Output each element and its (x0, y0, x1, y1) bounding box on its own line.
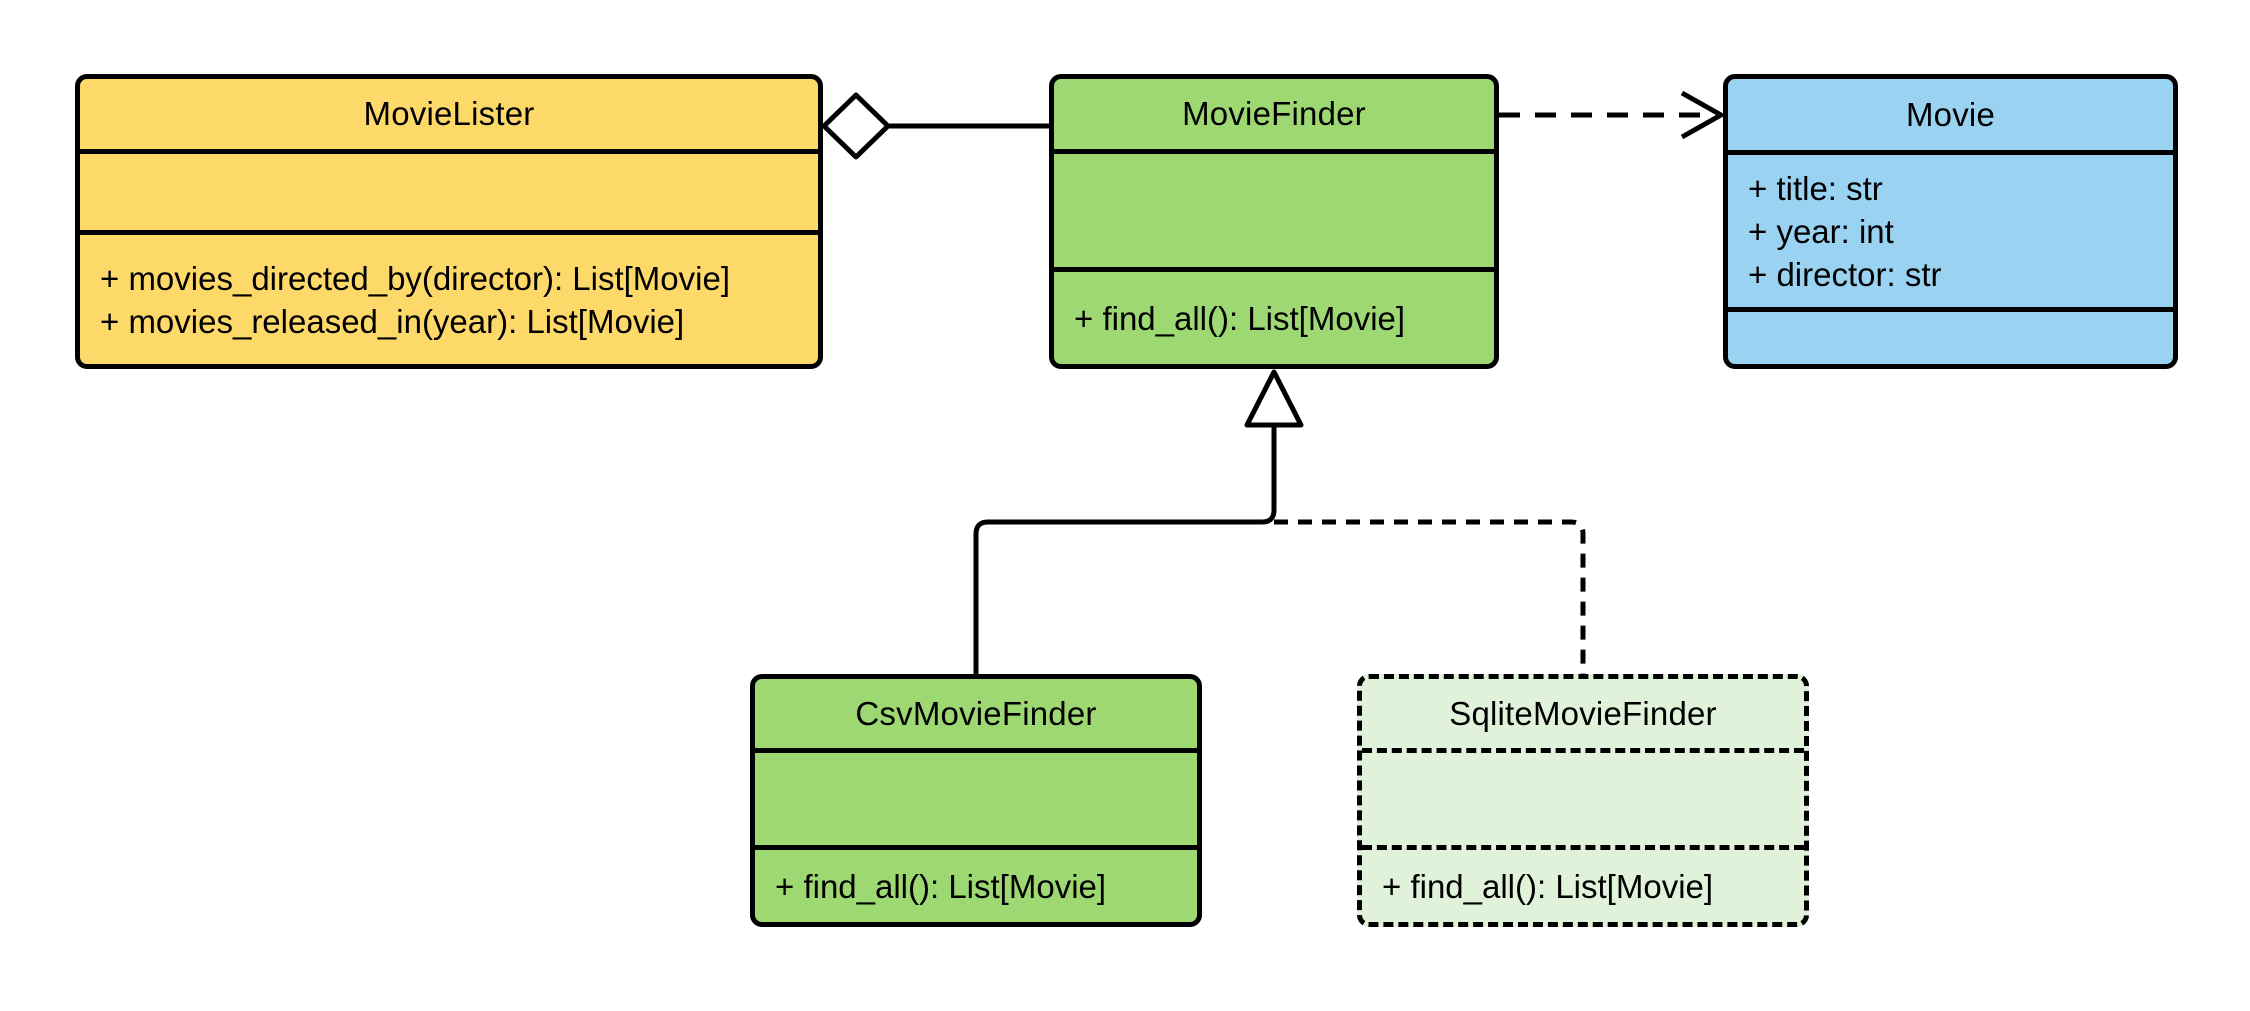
hollow-triangle-marker (1244, 369, 1304, 428)
methods-section: + find_all(): List[Movie] (755, 845, 1197, 922)
methods-section: + find_all(): List[Movie] (1362, 845, 1804, 922)
attributes-section (1054, 149, 1494, 267)
generalization-dashed-branch (1274, 519, 1586, 674)
attributes-section (1362, 748, 1804, 845)
attributes-section: + title: str + year: int + director: str (1728, 150, 2173, 307)
generalization-solid-branch (973, 425, 1277, 674)
class-title: SqliteMovieFinder (1449, 694, 1717, 732)
class-title: MovieFinder (1182, 95, 1366, 132)
attributes-section (755, 748, 1197, 845)
attributes-section (80, 149, 818, 230)
attribute-label: + director: str (1748, 255, 1942, 293)
generalization-connector (973, 369, 1586, 674)
methods-section: + movies_directed_by(director): List[Mov… (80, 230, 818, 364)
class-sqlitemoviefinder: SqliteMovieFinder + find_all(): List[Mov… (1357, 674, 1809, 927)
method-label: + movies_released_in(year): List[Movie] (100, 302, 685, 340)
method-label: + find_all(): List[Movie] (1382, 867, 1714, 905)
class-title: Movie (1905, 95, 1996, 133)
dependency-connector (1499, 90, 1724, 140)
class-csvmoviefinder: CsvMovieFinder + find_all(): List[Movie] (750, 674, 1202, 927)
methods-section (1728, 307, 2173, 364)
attribute-label: + title: str (1748, 169, 1883, 207)
class-title: CsvMovieFinder (855, 694, 1097, 732)
attribute-label: + year: int (1748, 212, 1894, 250)
class-movielister: MovieLister + movies_directed_by(directo… (75, 74, 823, 369)
class-title: MovieLister (363, 95, 535, 132)
method-label: + find_all(): List[Movie] (1074, 299, 1406, 337)
method-label: + find_all(): List[Movie] (775, 867, 1107, 905)
class-moviefinder: MovieFinder + find_all(): List[Movie] (1049, 74, 1499, 369)
open-diamond-marker (821, 92, 891, 160)
class-movie: Movie + title: str + year: int + directo… (1723, 74, 2178, 369)
open-arrowhead-marker (1680, 90, 1724, 140)
methods-section: + find_all(): List[Movie] (1054, 267, 1494, 364)
method-label: + movies_directed_by(director): List[Mov… (100, 259, 730, 297)
aggregation-connector (821, 92, 1049, 160)
